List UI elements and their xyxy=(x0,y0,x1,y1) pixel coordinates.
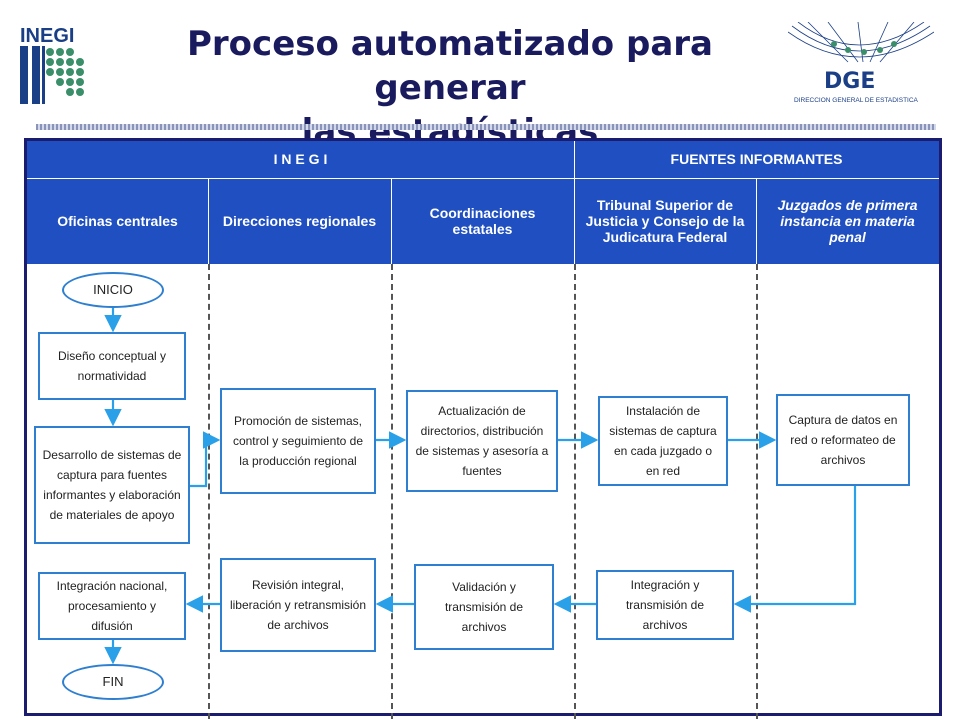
node-promocion: Promoción de sistemas, control y seguimi… xyxy=(220,388,376,494)
lane-divider xyxy=(208,264,210,719)
node-instalacion: Instalación de sistemas de captura en ca… xyxy=(598,396,728,486)
group-header-fuentes: FUENTES INFORMANTES xyxy=(574,141,939,178)
header-col-divider xyxy=(208,178,209,264)
node-diseno-conceptual: Diseño conceptual y normatividad xyxy=(38,332,186,400)
node-validacion: Validación y transmisión de archivos xyxy=(414,564,554,650)
column-header-coordinaciones: Coordinaciones estatales xyxy=(391,178,574,264)
page-title-line1: Proceso automatizado para generar xyxy=(187,24,713,108)
node-integracion-transmision: Integración y transmisión de archivos xyxy=(596,570,734,640)
dge-logo: DGE DIRECCION GENERAL DE ESTADISTICA xyxy=(788,22,934,104)
group-header-inegi: I N E G I xyxy=(27,141,574,178)
lane-divider xyxy=(756,264,758,719)
inegi-logo-text: INEGI xyxy=(20,25,74,47)
node-desarrollo-sistemas: Desarrollo de sistemas de captura para f… xyxy=(34,426,190,544)
dge-logo-subtext: DIRECCION GENERAL DE ESTADISTICA xyxy=(794,97,919,104)
header-col-divider xyxy=(756,178,757,264)
column-header-direcciones: Direcciones regionales xyxy=(208,178,391,264)
column-header-oficinas: Oficinas centrales xyxy=(27,178,208,264)
start-node: INICIO xyxy=(62,272,164,308)
column-header-tribunal: Tribunal Superior de Justicia y Consejo … xyxy=(574,178,756,264)
end-node: FIN xyxy=(62,664,164,700)
header-separator xyxy=(27,178,939,179)
header-group-divider xyxy=(574,141,575,264)
lane-divider xyxy=(574,264,576,719)
page-title: Proceso automatizado para generar las es… xyxy=(110,22,790,154)
lane-divider xyxy=(391,264,393,719)
node-actualizacion: Actualización de directorios, distribuci… xyxy=(406,390,558,492)
column-header-juzgados: Juzgados de primera instancia en materia… xyxy=(756,178,939,264)
header-divider xyxy=(36,124,936,130)
inegi-logo: INEGI xyxy=(18,22,106,106)
node-integracion-nacional: Integración nacional, procesamiento y di… xyxy=(38,572,186,640)
node-revision-integral: Revisión integral, liberación y retransm… xyxy=(220,558,376,652)
dge-logo-text: DGE xyxy=(824,69,875,94)
node-captura-datos: Captura de datos en red o reformateo de … xyxy=(776,394,910,486)
header-col-divider xyxy=(391,178,392,264)
